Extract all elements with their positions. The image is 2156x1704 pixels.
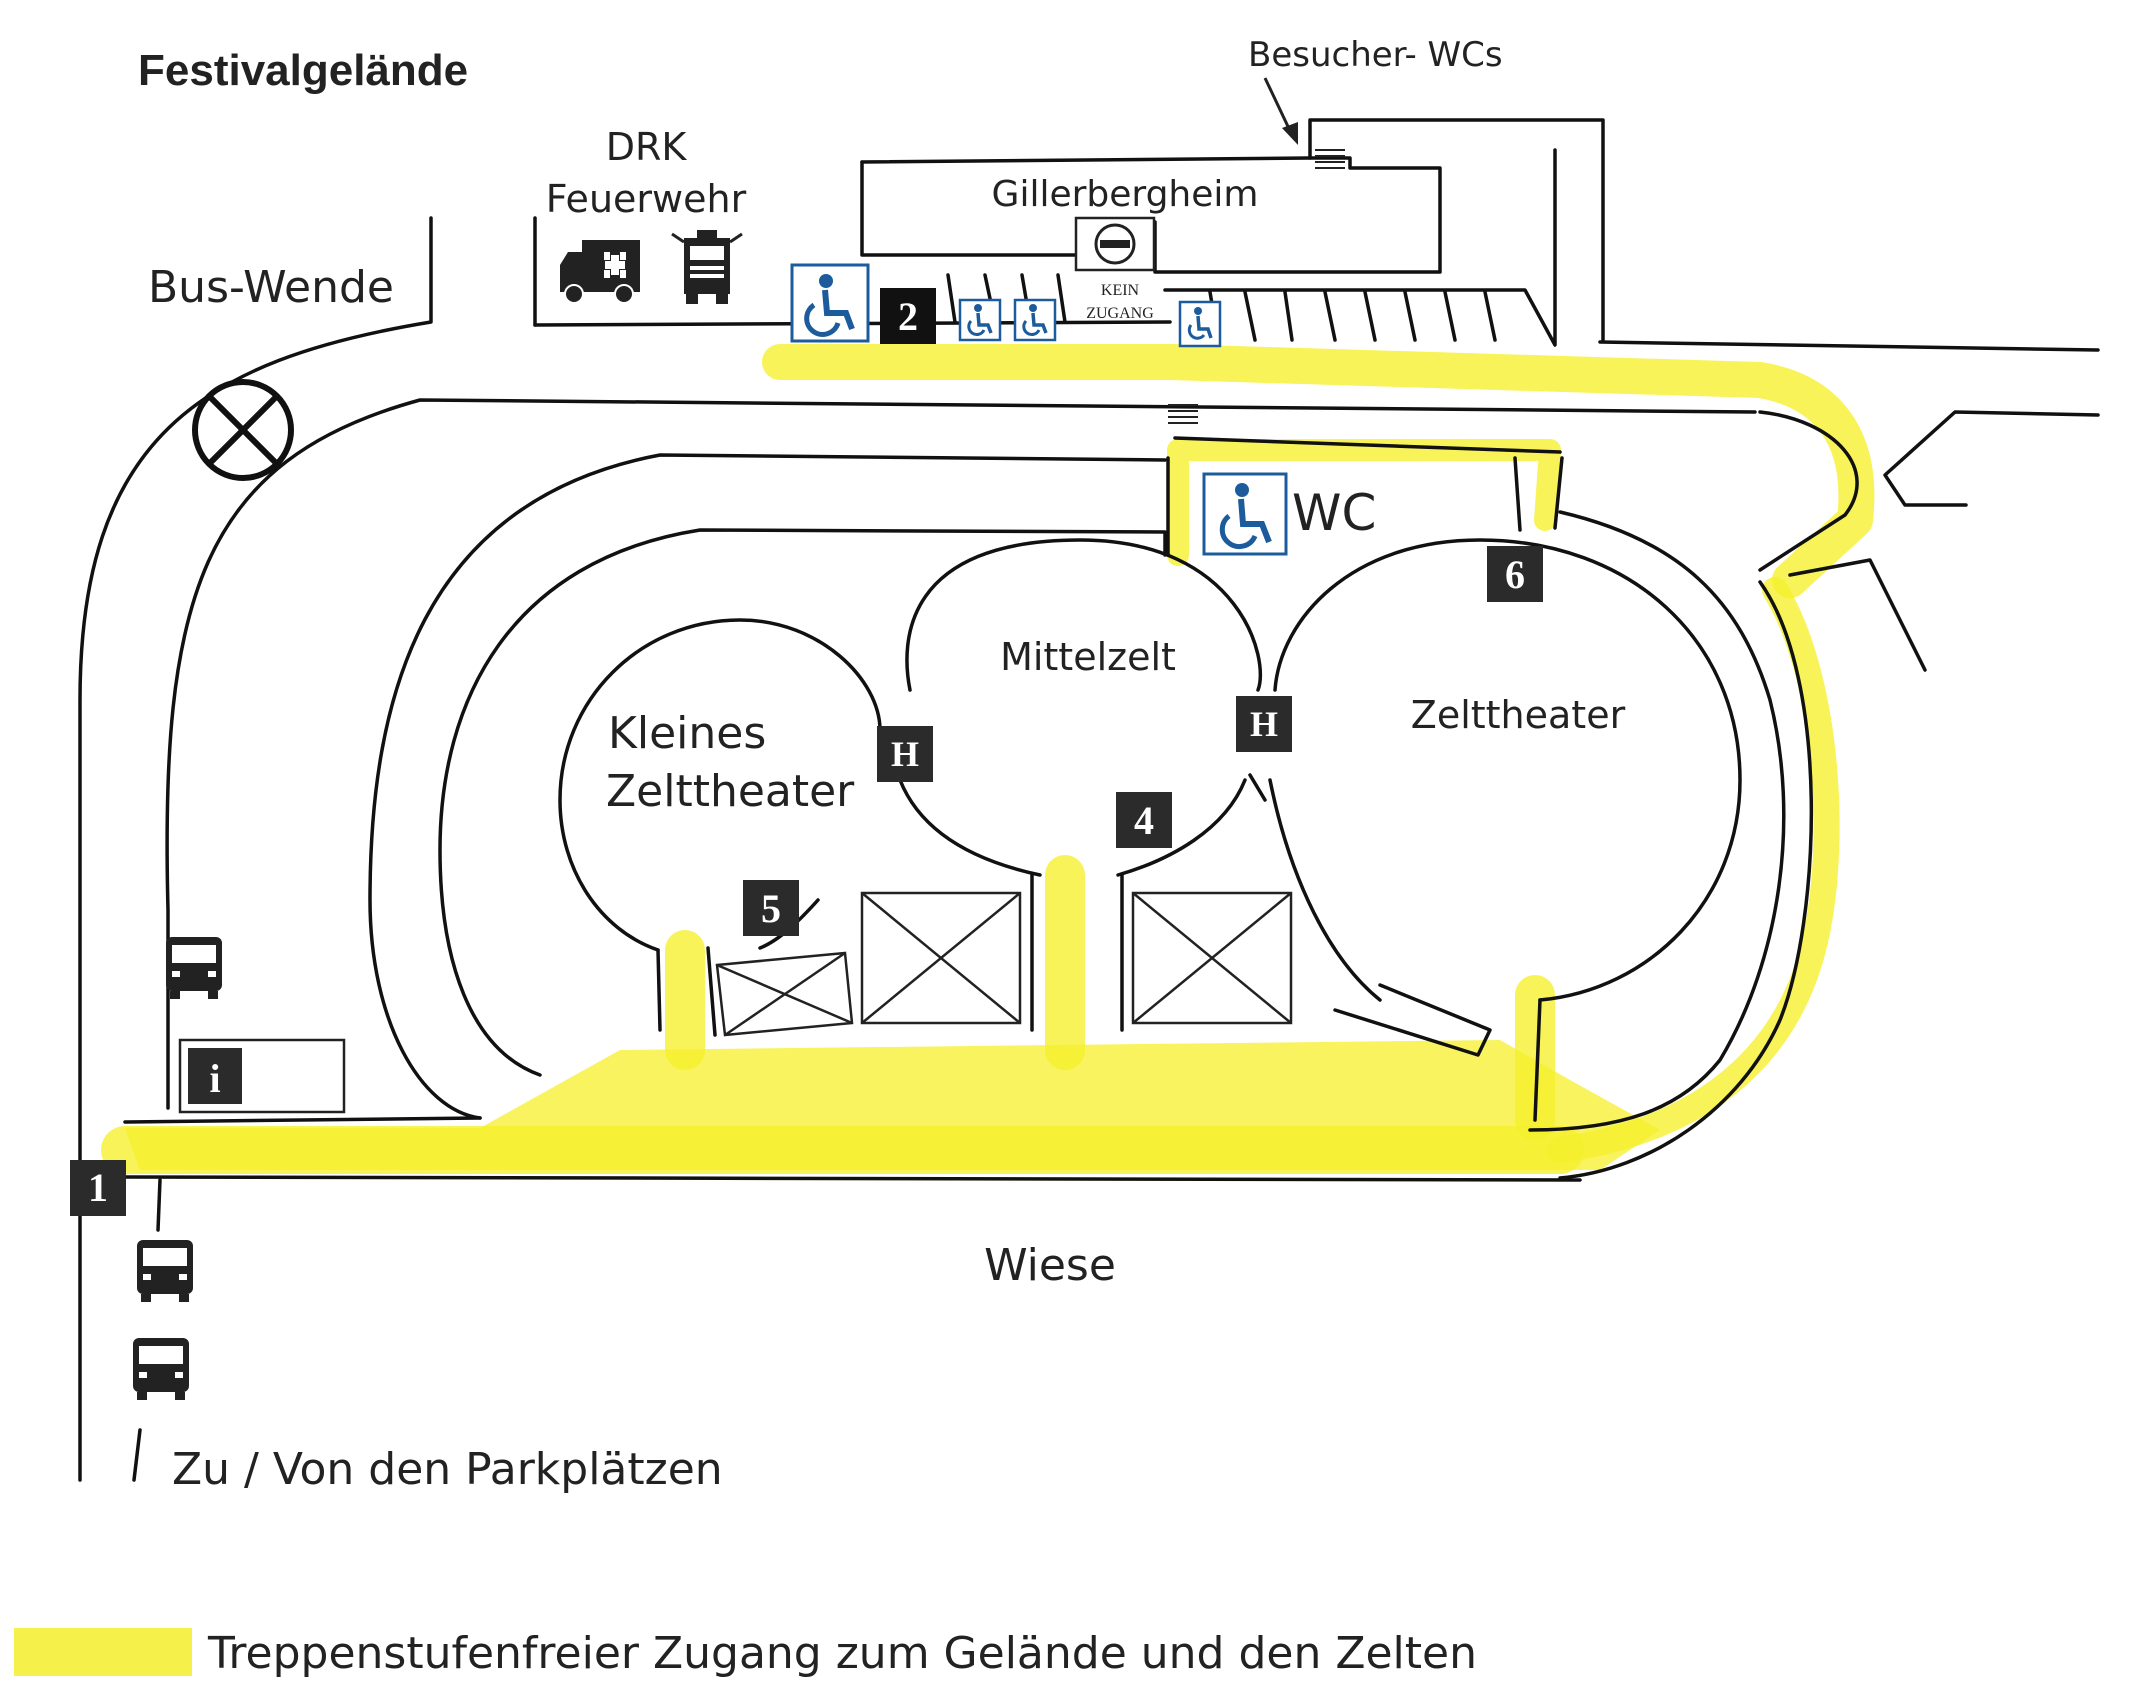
stairs-icon [1168, 149, 1345, 424]
highlight-top-road [762, 344, 1875, 598]
wheelchair-icon [790, 263, 1288, 556]
zelttheater-outline [1273, 538, 1742, 1002]
marker-h-right-bg [1236, 696, 1292, 752]
parkplaetze-label: Zu / Von den Parkplätzen [172, 1444, 723, 1495]
number-markers [70, 288, 1543, 1216]
right-exit-lower [1758, 410, 1859, 572]
marker-1: 1 [88, 1165, 108, 1210]
parking-right [1163, 148, 1557, 347]
wheelchair-icon-small-1 [958, 298, 1002, 342]
gillerbergheim-label: Gillerbergheim [992, 174, 1259, 215]
bus-wende-label: Bus-Wende [148, 262, 394, 313]
bus-icon-3 [133, 1338, 189, 1400]
marker-4: 4 [1134, 798, 1154, 843]
legend: Treppenstufenfreier Zugang zum Gelände u… [14, 1628, 1477, 1679]
kein-label: KEIN [1101, 282, 1140, 299]
marker-5-bg [743, 880, 799, 936]
right-inner-ring [1528, 510, 1786, 1132]
info-icon [178, 1038, 346, 1114]
wheelchair-icon-large [790, 263, 870, 343]
marker-6: 6 [1505, 552, 1525, 597]
marker-4-bg [1116, 792, 1172, 848]
mittelzelt-label: Mittelzelt [1000, 635, 1176, 679]
feuerwehr-label: Feuerwehr [546, 177, 747, 221]
blocked-area-1 [715, 951, 854, 1037]
left-road-outer [78, 216, 433, 1482]
wiese-label: Wiese [984, 1240, 1116, 1291]
parking-line [533, 320, 2100, 352]
bus-icon [133, 937, 222, 1400]
mittelzelt-outline [905, 538, 1263, 692]
besucher-wcs-label: Besucher- WCs [1248, 35, 1503, 75]
info-label: i [209, 1056, 220, 1101]
bus-icon-2 [137, 1240, 193, 1302]
wheelchair-icon-small-3 [1178, 300, 1222, 348]
legend-swatch [14, 1628, 192, 1676]
highlight-wc-path [1167, 439, 1561, 566]
marker-2: 2 [898, 294, 918, 339]
ambulance-icon [560, 240, 640, 304]
tent-lower-arcs [758, 778, 1382, 1002]
marker-h-right: H [1250, 704, 1278, 744]
legend-text: Treppenstufenfreier Zugang zum Gelände u… [207, 1628, 1477, 1679]
plaza-top-left [123, 1116, 482, 1124]
kleines-zelttheater-label: Zelttheater [606, 766, 855, 817]
marker-5: 5 [761, 886, 781, 931]
no-entry-icon [1074, 216, 1156, 272]
right-exit-upper [1883, 410, 2100, 507]
map-lines [78, 118, 2100, 1482]
wheelchair-icon-wc [1202, 472, 1288, 556]
drk-label: DRK [606, 125, 688, 169]
right-exit-diag [1788, 558, 1927, 672]
marker-h-left-bg [877, 726, 933, 782]
fire-truck-icon [671, 230, 743, 304]
building-top [860, 156, 1312, 164]
inner-ring [438, 528, 1167, 1077]
blocked-area-icon [715, 891, 1293, 1037]
highlight-right-ring [1547, 577, 1840, 1163]
wheelchair-icon-small-2 [1013, 298, 1057, 342]
zelttheater-label: Zelttheater [1411, 693, 1626, 737]
closed-road-icon [192, 379, 294, 481]
arrow-icon [1263, 77, 1298, 145]
right-outer-ring [1558, 580, 1814, 1180]
zelttheater-walkway [1333, 983, 1492, 1057]
wc-path-lines [1166, 436, 1564, 557]
accessible-route-highlight [101, 344, 1875, 1174]
blocked-area-2 [860, 891, 1022, 1025]
bus-icon-1 [166, 937, 222, 999]
kleines-zelttheater-outline [558, 618, 882, 952]
outer-ring [368, 453, 1167, 1120]
left-road-bottom [132, 1178, 162, 1482]
map-title: Festivalgelände [138, 46, 468, 95]
tent-legs [656, 773, 1542, 1122]
wc-label: WC [1292, 484, 1376, 542]
kleines-label: Kleines [608, 708, 766, 759]
blocked-area-3 [1131, 891, 1293, 1025]
left-road-inner [165, 398, 1757, 1110]
zugang-label: ZUGANG [1086, 305, 1154, 322]
marker-h-left: H [891, 734, 919, 774]
entrance-line [123, 1175, 1582, 1182]
marker-6-bg [1487, 546, 1543, 602]
marker-2-bg [880, 288, 936, 344]
marker-1-bg [70, 1160, 126, 1216]
